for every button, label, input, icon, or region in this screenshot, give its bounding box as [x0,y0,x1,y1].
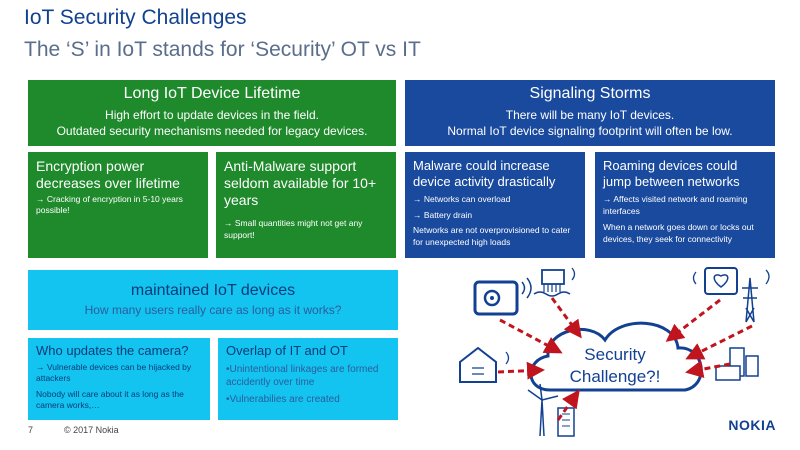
office-icon [557,407,575,437]
buildings-icon [715,347,759,381]
security-diagram: Security Challenge?! [459,267,770,437]
page-title: IoT Security Challenges [24,6,247,29]
threat-arrows [497,297,753,421]
cloud-shape [529,321,703,392]
storms-heading: Signaling Storms [529,85,651,102]
camera-bullet: → Vulnerable devices can be hijacked by … [36,361,192,384]
lifetime-banner: Long IoT Device Lifetime High effort to … [28,80,396,146]
overlap-card: Overlap of IT and OT •Unintentional link… [218,338,398,420]
overlap-title: Overlap of IT and OT [226,343,348,358]
antimalware-bullet: → Small quantities might not get any sup… [224,218,363,240]
overlap-item-2: •Vulnerabilies are created [226,393,340,405]
cloud-text-1: Security [584,345,646,364]
malware-title: Malware could increase device activity d… [413,158,556,189]
page-subtitle: The ‘S’ in IoT stands for ‘Security’ OT … [24,38,421,61]
malware-note: Networks are not overprovisioned to cate… [413,225,571,247]
malware-card: Malware could increase device activity d… [405,152,585,258]
factory-icon [533,267,576,297]
camera-title: Who updates the camera? [36,343,189,358]
encryption-title: Encryption power decreases over lifetime [36,158,180,191]
power-tower-icon [742,269,770,323]
roaming-card: Roaming devices could jump between netwo… [595,152,775,258]
nokia-logo: NOKIA [728,417,776,433]
camera-note: Nobody will care about it as long as the… [36,388,184,410]
maintained-banner: maintained IoT devices How many users re… [28,270,398,330]
antimalware-card: Anti-Malware support seldom available fo… [216,152,396,258]
maintained-sub: How many users really care as long as it… [84,303,342,317]
house-icon [459,346,510,383]
malware-bullet-2: → Battery drain [413,209,473,220]
storms-banner: Signaling Storms There will be many IoT … [405,80,775,146]
page-number: 7 [28,425,34,435]
copyright: © 2017 Nokia [64,425,119,435]
maintained-heading: maintained IoT devices [130,282,296,299]
camera-card: Who updates the camera? → Vulnerable dev… [28,338,210,420]
roaming-title: Roaming devices could jump between netwo… [603,158,740,189]
encryption-card: Encryption power decreases over lifetime… [28,152,208,258]
storms-line2: Normal IoT device signaling footprint wi… [447,124,733,139]
malware-bullet-1: → Networks can overload [413,194,511,205]
roaming-bullet: → Affects visited network and roaming in… [603,194,748,216]
wind-turbine-icon [527,383,559,437]
lifetime-line1: High effort to update devices in the fie… [105,108,319,122]
lifetime-line2: Outdated security mechanisms needed for … [56,124,368,139]
overlap-item-1: •Unintentional linkages are formed accid… [226,363,379,388]
storms-line1: There will be many IoT devices. [505,108,675,122]
cloud-text-2: Challenge?! [570,367,661,386]
encryption-bullet: → Cracking of encryption in 5-10 years p… [36,193,183,216]
camera-icon [473,277,532,316]
heart-monitor-icon [692,267,738,295]
antimalware-title: Anti-Malware support seldom available fo… [224,158,377,208]
roaming-note: When a network goes down or locks out de… [603,222,754,244]
lifetime-heading: Long IoT Device Lifetime [123,85,301,102]
